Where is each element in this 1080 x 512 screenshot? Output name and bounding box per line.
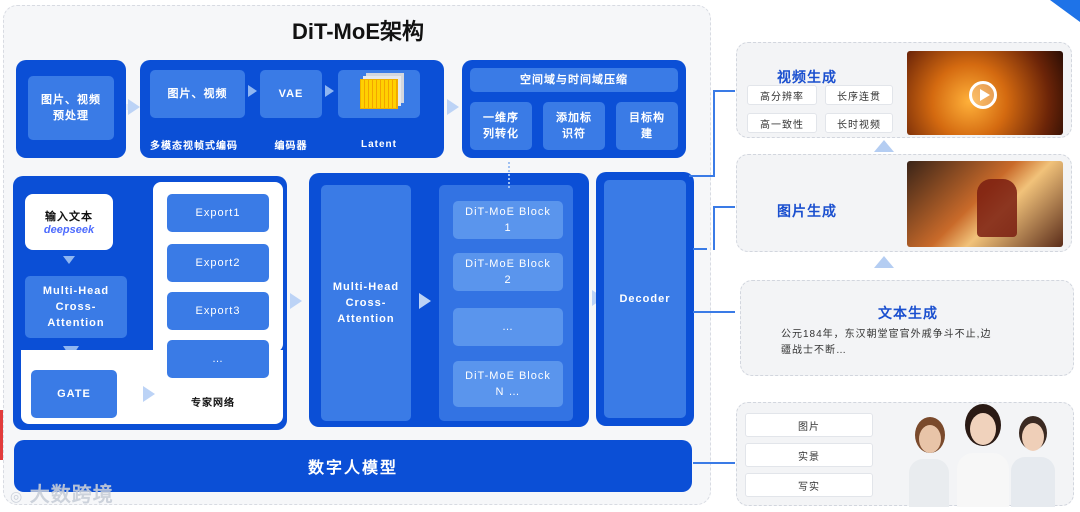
connector-line	[693, 311, 735, 313]
preprocess-block: 图片、视频 预处理	[16, 60, 126, 158]
arrow-right-icon	[447, 99, 459, 115]
connector-line	[713, 206, 715, 250]
dit-block-more: …	[453, 308, 563, 346]
encoding-block: 图片、视频 多模态视帧式编码 VAE 编码器 Latent Frames	[140, 60, 444, 158]
dit-block-1: DiT-MoE Block 1	[453, 201, 563, 239]
image-thumbnail	[907, 161, 1063, 247]
image-gen-panel: 图片生成	[736, 154, 1072, 252]
video-thumbnail[interactable]	[907, 51, 1063, 135]
connector-line	[713, 206, 735, 208]
watermark-text: 大数跨境	[29, 484, 114, 506]
vae-box: VAE	[260, 70, 322, 118]
dit-block-n: DiT-MoE Block N …	[453, 361, 563, 407]
chip-long-seq: 长序连贯	[825, 85, 893, 105]
chip-real-scene: 实景	[745, 443, 873, 467]
expert-1: Export1	[167, 194, 269, 232]
decoder-box: Decoder	[604, 180, 686, 418]
encoder-label: 编码器	[274, 141, 308, 152]
connector-line	[689, 175, 715, 177]
compression-block: 空间域与时间域压缩 一维序 列转化 添加标 识符 目标构 建	[462, 60, 686, 158]
expert-network-label: 专家网络	[191, 398, 235, 409]
connector-line	[693, 248, 707, 250]
dit-block-2: DiT-MoE Block 2	[453, 253, 563, 291]
digital-human-label: 数字人模型	[307, 460, 398, 477]
compress-item-3: 目标构 建	[616, 102, 678, 150]
chip-high-res: 高分辨率	[747, 85, 817, 105]
digital-human-panel: 图片 实景 写实	[736, 402, 1074, 507]
text-gen-sample: 公元184年，东汉朝堂宦官外戚争斗不止,边 疆战士不断…	[781, 329, 992, 356]
connector-line	[693, 462, 735, 464]
connector-line	[713, 90, 735, 92]
arrow-up-icon	[874, 140, 894, 152]
input-text-label: 输入文本	[45, 211, 93, 223]
dit-block: Multi-Head Cross- Attention DiT-MoE Bloc…	[309, 173, 589, 427]
corner-decoration	[1050, 0, 1080, 22]
connector-line	[713, 90, 715, 176]
corner-decoration	[0, 410, 3, 460]
preprocess-box: 图片、视频 预处理	[28, 76, 114, 140]
page-title: DiT-MoE架构	[292, 19, 424, 44]
watermark-logo-icon: ◎	[10, 488, 24, 504]
avatar-3	[1009, 423, 1057, 507]
arrow-right-icon	[248, 85, 257, 97]
moe-block: 输入文本 deepseek Multi-Head Cross- Attentio…	[13, 176, 287, 430]
watermark: ◎ 大数跨境	[10, 478, 114, 507]
digital-human-bar: 数字人模型	[14, 440, 692, 492]
deepseek-logo: deepseek	[43, 224, 95, 236]
input-text-box: 输入文本 deepseek	[25, 194, 113, 250]
text-gen-title: 文本生成	[878, 305, 938, 321]
image-gen-title: 图片生成	[777, 203, 837, 219]
center-mhca-box: Multi-Head Cross- Attention	[321, 185, 411, 421]
chip-realistic: 写实	[745, 473, 873, 497]
image-video-box: 图片、视频	[150, 70, 245, 118]
arrow-right-icon	[290, 293, 302, 309]
compression-title: 空间域与时间域压缩	[470, 68, 678, 92]
compress-item-1: 一维序 列转化	[470, 102, 532, 150]
multimodal-label: 多模态视帧式编码	[150, 141, 238, 152]
play-icon[interactable]	[969, 81, 997, 109]
decoder-block: Decoder	[596, 172, 694, 426]
expert-more: …	[167, 340, 269, 378]
arrow-right-icon	[143, 386, 155, 402]
video-gen-panel: 视频生成 高分辨率 长序连贯 高一致性 长时视频	[736, 42, 1072, 138]
arrow-up-icon	[874, 256, 894, 268]
video-gen-title: 视频生成	[777, 69, 837, 85]
latent-label: Latent Frames	[361, 139, 397, 150]
arrow-down-icon	[63, 256, 75, 264]
expert-2: Export2	[167, 244, 269, 282]
latent-cube-icon	[360, 79, 398, 109]
text-gen-panel: 文本生成 公元184年，东汉朝堂宦官外戚争斗不止,边 疆战士不断…	[740, 280, 1074, 376]
arrow-right-icon	[419, 293, 431, 309]
arrow-right-icon	[128, 99, 140, 115]
chip-consistency: 高一致性	[747, 113, 817, 133]
avatar-1	[907, 425, 951, 507]
avatar-2	[955, 413, 1011, 507]
expert-3: Export3	[167, 292, 269, 330]
arrow-right-icon	[325, 85, 334, 97]
compress-item-2: 添加标 识符	[543, 102, 605, 150]
latent-box	[338, 70, 420, 118]
chip-image: 图片	[745, 413, 873, 437]
dashed-connector	[508, 162, 510, 188]
gate-box: GATE	[31, 370, 117, 418]
chip-long-video: 长时视频	[825, 113, 893, 133]
moe-mhca-box: Multi-Head Cross- Attention	[25, 276, 127, 338]
